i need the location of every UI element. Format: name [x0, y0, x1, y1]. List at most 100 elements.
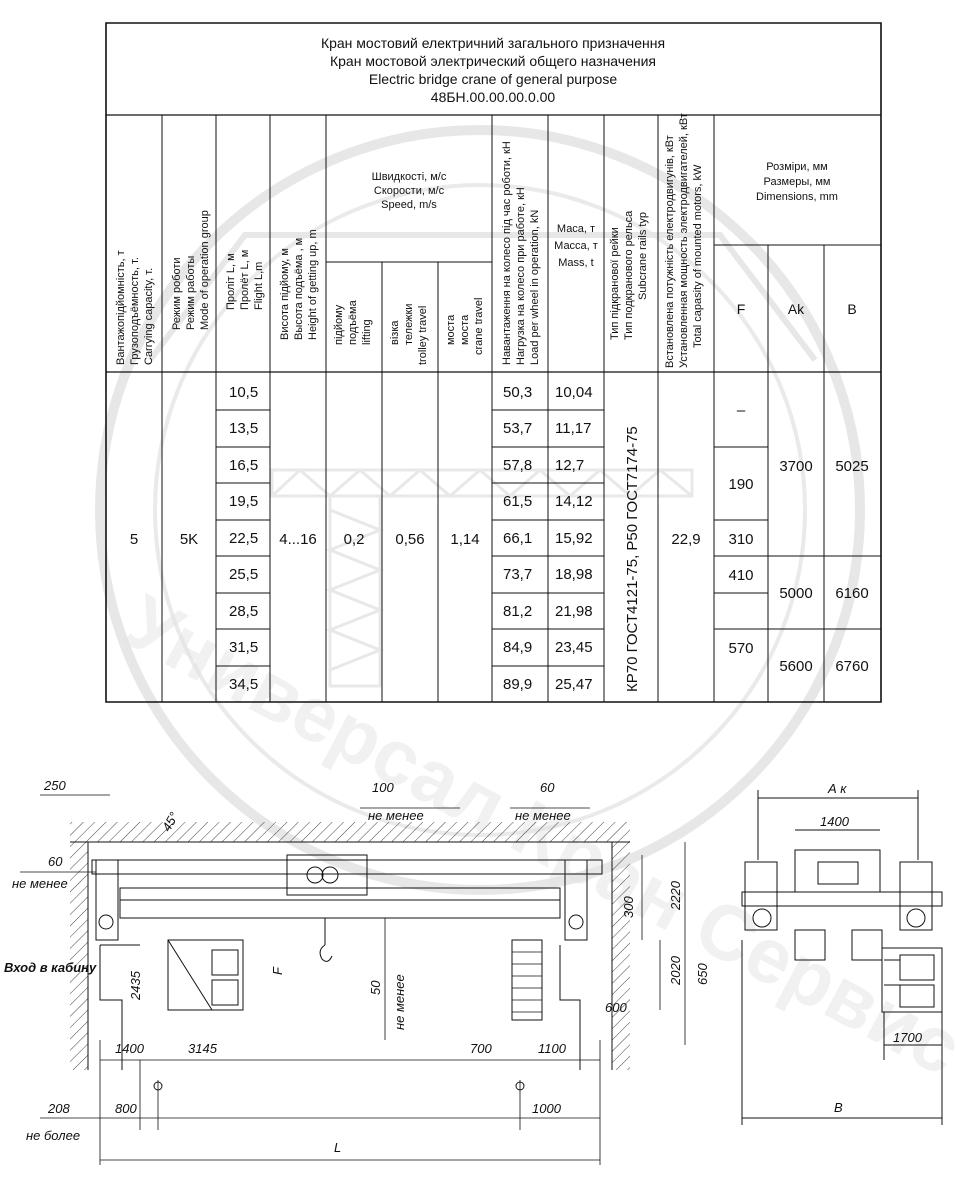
title-line-ua: Кран мостовий електричний загального при…	[321, 35, 665, 51]
header-dims-ua: Розміри, мм	[766, 161, 827, 173]
cell-mode: 5K	[180, 531, 198, 548]
f-value: –	[737, 402, 746, 419]
header-dim-ak: Ak	[788, 301, 805, 317]
span-row: 25,5	[229, 566, 258, 583]
header-mass-ru: Масса, т	[554, 240, 598, 252]
header-span-en: Flight L,m	[253, 262, 265, 310]
ak-value: 5600	[779, 658, 812, 675]
dim-100: 100	[372, 780, 394, 795]
mass-row: 15,92	[555, 530, 593, 547]
header-power-ua: Встановлена потужність електродвигунів, …	[664, 135, 676, 368]
note-not-less-top-left: не менее	[368, 808, 424, 823]
mass-row: 12,7	[555, 457, 584, 474]
span-row: 19,5	[229, 493, 258, 510]
note-not-less-hook: не менее	[392, 974, 407, 1030]
mass-row: 11,17	[555, 420, 591, 437]
note-not-more: не более	[26, 1128, 80, 1143]
dim-50: 50	[368, 980, 383, 995]
span-row: 22,5	[229, 530, 258, 547]
dim-b: B	[834, 1100, 843, 1115]
dim-700: 700	[470, 1041, 492, 1056]
f-value: 570	[728, 640, 753, 657]
load-row: 50,3	[503, 384, 532, 401]
f-value: 190	[728, 476, 753, 493]
dim-ak: А к	[827, 781, 847, 796]
cell-speed-trolley: 0,56	[395, 531, 424, 548]
dim-2220: 2220	[668, 880, 683, 911]
header-speed-crane-ru: моста	[459, 314, 471, 345]
dim-208: 208	[47, 1101, 70, 1116]
mass-row: 21,98	[555, 603, 593, 620]
note-not-less-left: не менее	[12, 876, 68, 891]
cell-height: 4...16	[279, 531, 317, 548]
header-mode-ru: Режим работы	[185, 256, 197, 330]
column-headers: Вантажопідйомність, т Грузоподъёмность, …	[115, 113, 857, 368]
header-capacity-ru: Грузоподъёмность, т.	[129, 257, 141, 365]
b-value: 6160	[835, 585, 868, 602]
header-span-ua: Пролiт L, м	[225, 253, 237, 310]
dim-span-l: L	[334, 1140, 341, 1155]
header-span-ru: Пролёт L, м	[239, 250, 251, 310]
cell-speed-lift: 0,2	[344, 531, 365, 548]
header-speed-trolley-ua: візка	[389, 320, 401, 345]
header-dim-b: B	[847, 301, 856, 317]
dim-1100: 1100	[538, 1041, 567, 1056]
header-speed-crane-en: crane travel	[473, 298, 485, 355]
dim-300: 300	[621, 896, 636, 918]
mass-row: 10,04	[555, 384, 593, 401]
span-row: 13,5	[229, 420, 258, 437]
header-load-en: Load per wheel in operation, kN	[529, 210, 541, 365]
side-view-labels: А к 1400 1700 B	[820, 781, 923, 1115]
header-speed-en: Speed, m/s	[381, 199, 437, 211]
specification-table	[106, 23, 881, 702]
mass-row: 18,98	[555, 566, 593, 583]
span-row: 31,5	[229, 639, 258, 656]
span-row: 10,5	[229, 384, 258, 401]
load-row: 53,7	[503, 420, 532, 437]
header-height-ru: Высота подъёма , м	[293, 238, 305, 340]
table-title: Кран мостовий електричний загального при…	[321, 35, 665, 105]
span-row: 16,5	[229, 457, 258, 474]
header-mode-ua: Режим роботи	[171, 257, 183, 330]
header-mode-en: Mode of operation group	[199, 210, 211, 330]
header-rail-ru: Тип подкранового рельса	[623, 210, 635, 340]
note-not-less-top-right: не менее	[515, 808, 571, 823]
title-line-en: Electric bridge crane of general purpose	[369, 71, 617, 87]
dim-250: 250	[43, 778, 66, 793]
header-capacity-en: Carrying capacity, т.	[143, 268, 155, 365]
header-speed-crane-ua: моста	[445, 314, 457, 345]
cell-speed-crane: 1,14	[450, 531, 479, 548]
load-row: 89,9	[503, 676, 532, 693]
cell-rail-type: КР70 ГОСТ4121-75, Р50 ГОСТ7174-75	[624, 426, 641, 692]
header-speed-lift-ua: підйому	[333, 304, 345, 345]
dim-1700: 1700	[893, 1030, 923, 1045]
dim-60-top: 60	[540, 780, 555, 795]
header-speed-trolley-en: trolley travel	[417, 306, 429, 365]
cabin-entrance-label: Вход в кабину	[4, 960, 97, 975]
cell-power: 22,9	[671, 531, 700, 548]
front-view-drawing	[20, 795, 685, 1165]
f-value: 410	[728, 567, 753, 584]
table-body: 5 5K 4...16 0,2 0,56 1,14 22,9 КР70 ГОСТ…	[130, 384, 869, 693]
dim-60-left: 60	[48, 854, 63, 869]
load-row: 73,7	[503, 566, 532, 583]
ak-value: 5000	[779, 585, 812, 602]
dim-3145: 3145	[188, 1041, 218, 1056]
header-speed-ru: Скорости, м/с	[374, 185, 445, 197]
dim-600: 600	[605, 1000, 627, 1015]
header-power-en: Total capasity of mounted motors, kW	[692, 164, 704, 348]
header-speed-lift-ru: подъёма	[347, 299, 359, 345]
header-load-ua: Навантаження на колесо під час роботи, к…	[501, 141, 513, 365]
dim-1400-side: 1400	[820, 814, 850, 829]
dim-800: 800	[115, 1101, 137, 1116]
load-row: 61,5	[503, 493, 532, 510]
mass-row: 25,47	[555, 676, 593, 693]
header-dims-en: Dimensions, mm	[756, 191, 838, 203]
dim-2020: 2020	[668, 955, 683, 986]
header-capacity-ua: Вантажопідйомність, т	[115, 250, 127, 365]
load-row: 81,2	[503, 603, 532, 620]
header-speed-ua: Швидкості, м/с	[372, 171, 447, 183]
front-view-labels: 250 100 не менее 60 не менее 60 не менее…	[4, 778, 710, 1155]
header-speed-lift-en: lifting	[361, 319, 373, 345]
